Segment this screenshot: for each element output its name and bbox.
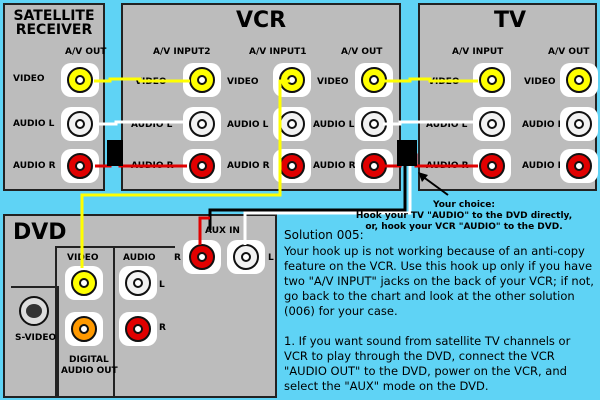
vcr-input1-video-label: VIDEO <box>227 77 259 87</box>
your-choice-note: Your choice: Hook your TV "AUDIO" to the… <box>330 200 598 233</box>
solution-step1: 1. If you want sound from satellite TV c… <box>284 334 571 393</box>
satellite-audio-l-jack[interactable] <box>67 111 93 137</box>
your-choice-title: Your choice: <box>433 200 495 210</box>
svideo-jack[interactable] <box>19 296 49 326</box>
vcr-input1-audio-r-jack[interactable] <box>279 153 305 179</box>
dvd-panel: DVD VIDEO AUDIO L R DIGITAL AUDIO OUT S-… <box>3 214 277 398</box>
dvd-aux-in-label: AUX IN <box>205 226 240 236</box>
tv-out-audio-l-jack[interactable] <box>566 111 592 137</box>
vcr-out-audio-r-label: AUDIO R <box>313 161 356 171</box>
dvd-digital-label-1: DIGITAL <box>69 355 109 365</box>
vcr-out-video-jack[interactable] <box>361 67 387 93</box>
vcr-video-label: VIDEO <box>135 77 167 87</box>
tv-out-audio-r-label: AUDIO R <box>522 161 565 171</box>
vcr-out-audio-l-jack[interactable] <box>361 111 387 137</box>
dvd-audio-r-label: R <box>159 323 166 333</box>
dvd-svideo-label: S-VIDEO <box>15 333 57 343</box>
tv-out-audio-l-label: AUDIO L <box>522 120 564 130</box>
vcr-input2-video-jack[interactable] <box>189 67 215 93</box>
satellite-title-line1: SATELLITE <box>13 8 95 24</box>
vcr-av-input1-label: A/V INPUT1 <box>249 47 307 57</box>
dvd-title: DVD <box>13 220 67 245</box>
satellite-video-jack[interactable] <box>67 67 93 93</box>
dvd-video-label: VIDEO <box>67 253 99 263</box>
tv-av-input-label: A/V INPUT <box>452 47 504 57</box>
dvd-aux-r-label: R <box>174 253 181 263</box>
vcr-av-input2-label: A/V INPUT2 <box>153 47 211 57</box>
tv-video-label: VIDEO <box>428 77 460 87</box>
vcr-input2-audio-r-jack[interactable] <box>189 153 215 179</box>
tv-input-video-jack[interactable] <box>479 67 505 93</box>
tv-out-video-jack[interactable] <box>566 67 592 93</box>
tv-out-audio-r-jack[interactable] <box>566 153 592 179</box>
dvd-aux-l-label: L <box>268 253 274 263</box>
dvd-audio-label: AUDIO <box>123 253 156 263</box>
tv-title: TV <box>493 8 527 33</box>
tv-panel: TV A/V INPUT A/V OUT VIDEO AUDIO L AUDIO… <box>418 3 598 191</box>
vcr-input1-audio-r-label: AUDIO R <box>227 161 270 171</box>
dvd-svideo-box <box>11 286 59 398</box>
vcr-input2-audio-l-jack[interactable] <box>189 111 215 137</box>
dvd-audio-l-label: L <box>159 280 165 290</box>
dvd-aux-r-jack[interactable] <box>189 244 215 270</box>
vcr-audio-l-label: AUDIO L <box>131 120 173 130</box>
satellite-receiver-panel: SATELLITE RECEIVER A/V OUT VIDEO AUDIO L… <box>3 3 107 191</box>
svideo-pin-icon <box>26 304 42 318</box>
your-choice-line3: or, hook your VCR "AUDIO" to the DVD. <box>365 222 563 232</box>
dvd-audio-l-jack[interactable] <box>125 270 151 296</box>
solution-body: Your hook up is not working because of a… <box>284 244 594 318</box>
vcr-input1-audio-l-label: AUDIO L <box>227 120 269 130</box>
satellite-av-out-label: A/V OUT <box>65 47 107 57</box>
satellite-title-line2: RECEIVER <box>15 22 93 38</box>
tv-out-video-label: VIDEO <box>524 77 556 87</box>
vcr-input1-video-jack[interactable] <box>279 67 305 93</box>
vcr-out-audio-l-label: AUDIO L <box>313 120 355 130</box>
tv-audio-l-label: AUDIO L <box>426 120 468 130</box>
tv-input-audio-r-jack[interactable] <box>479 153 505 179</box>
satellite-audio-r-label: AUDIO R <box>13 161 56 171</box>
tv-input-audio-l-jack[interactable] <box>479 111 505 137</box>
dvd-digital-label-2: AUDIO OUT <box>61 366 118 376</box>
dvd-aux-l-jack[interactable] <box>233 244 259 270</box>
dvd-audio-r-jack[interactable] <box>125 316 151 342</box>
satellite-title: SATELLITE RECEIVER <box>5 9 103 37</box>
vcr-audio-r-label: AUDIO R <box>131 161 174 171</box>
satellite-audio-r-jack[interactable] <box>67 153 93 179</box>
vcr-out-audio-r-jack[interactable] <box>361 153 387 179</box>
vcr-input1-audio-l-jack[interactable] <box>279 111 305 137</box>
satellite-video-label: VIDEO <box>13 74 45 84</box>
solution-heading: Solution 005: <box>284 228 364 242</box>
satellite-audio-l-label: AUDIO L <box>13 119 55 129</box>
your-choice-line2: Hook your TV "AUDIO" to the DVD directly… <box>355 211 573 221</box>
vcr-out-video-label: VIDEO <box>317 77 349 87</box>
vcr-av-out-label: A/V OUT <box>341 47 383 57</box>
dvd-video-jack[interactable] <box>71 270 97 296</box>
vcr-panel: VCR A/V INPUT2 A/V INPUT1 A/V OUT VIDEO … <box>121 3 401 191</box>
tv-av-out-label: A/V OUT <box>548 47 590 57</box>
dvd-digital-audio-jack[interactable] <box>71 316 97 342</box>
dvd-divider <box>113 248 115 396</box>
vcr-title: VCR <box>235 8 287 33</box>
tv-audio-r-label: AUDIO R <box>426 161 469 171</box>
